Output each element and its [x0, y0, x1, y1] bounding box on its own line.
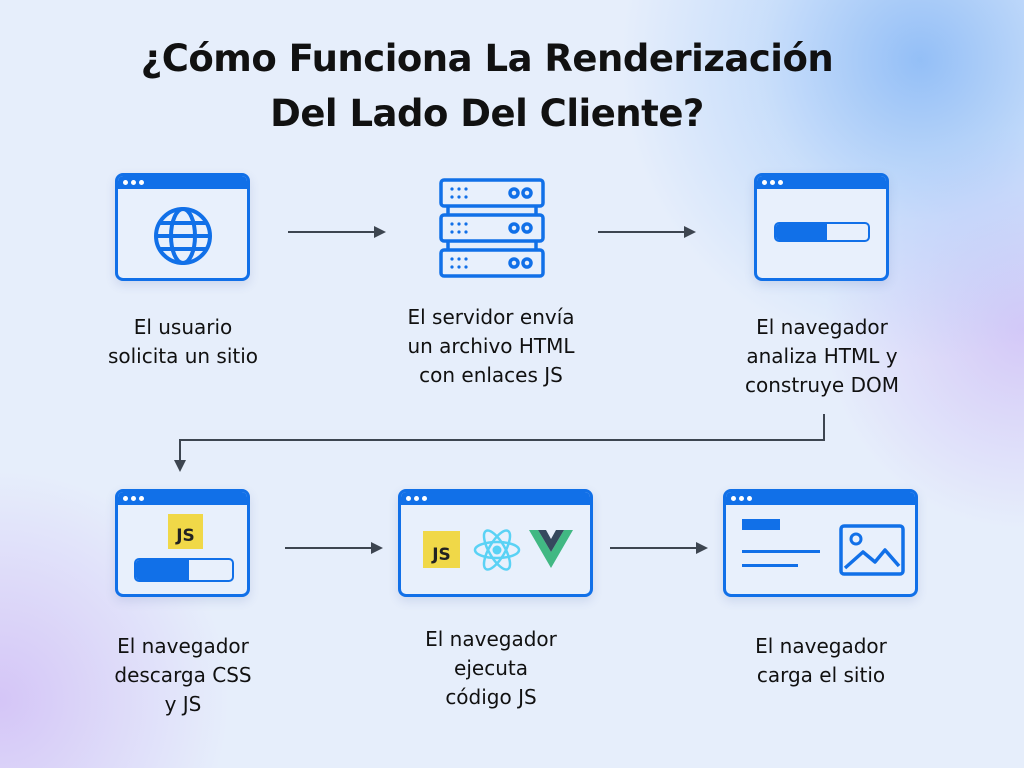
- heading-block: [742, 519, 780, 530]
- arrow-right-icon: [598, 226, 696, 238]
- connector-arrow-icon: [174, 414, 825, 472]
- progress-bar: [134, 558, 234, 582]
- js-logo-icon: JS: [168, 514, 203, 549]
- js-logo-icon: JS: [423, 531, 460, 568]
- arrow-right-icon: [288, 226, 386, 238]
- browser-globe-box: [115, 173, 250, 281]
- browser-loading-box: [754, 173, 889, 281]
- browser-frameworks-box: JS: [398, 489, 593, 597]
- arrow-right-icon: [285, 542, 383, 554]
- server-icon: [439, 178, 545, 278]
- progress-bar: [774, 222, 870, 242]
- react-logo-icon: [473, 529, 521, 571]
- text-line: [742, 564, 798, 567]
- text-line: [742, 550, 820, 553]
- arrow-right-icon: [610, 542, 708, 554]
- title-line-1: ¿Cómo Funciona La Renderización: [140, 37, 834, 80]
- image-icon: [839, 524, 905, 576]
- browser-download-box: JS: [115, 489, 250, 597]
- browser-loaded-page-box: [723, 489, 918, 597]
- globe-icon: [154, 207, 212, 265]
- title-line-2: Del Lado Del Cliente?: [270, 92, 704, 135]
- vue-logo-icon: [529, 530, 573, 568]
